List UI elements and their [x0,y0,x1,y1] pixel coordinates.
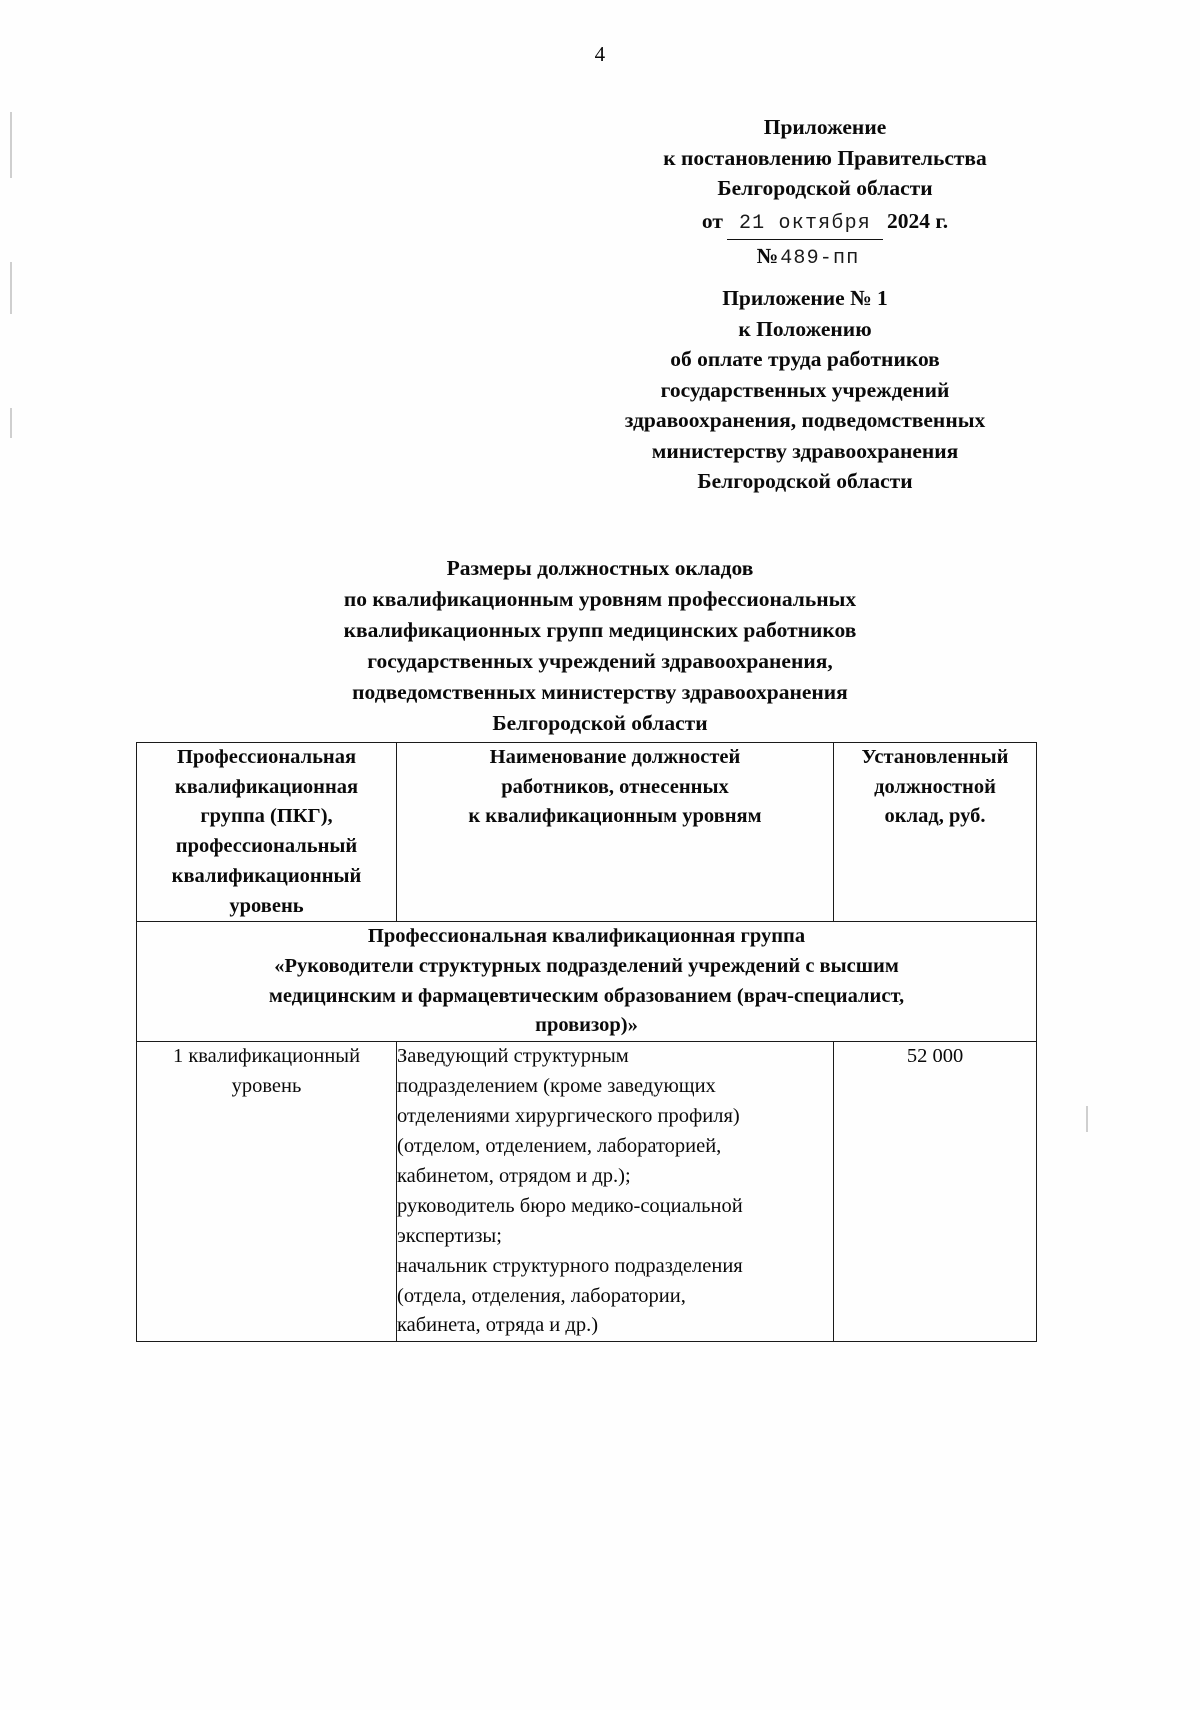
col2-head-line3: к квалификационным уровням [468,805,762,828]
appendix-region-line: Белгородской области [717,176,933,201]
date-label: от [701,208,723,233]
appendix-one-title: Приложение № 1 [722,286,888,310]
doc-title-line6: Белгородской области [492,710,708,735]
group-line4: провизор)» [535,1014,638,1037]
duties-line: начальник структурного подразделения [397,1254,743,1277]
scan-artifact [10,408,12,438]
table-group-row: Профессиональная квалификационная группа… [136,921,1037,1043]
appendix-one-line6: министерству здравоохранения [651,438,959,463]
duties-line: отделениями хирургического профиля) [397,1105,740,1128]
duties-line: экспертизы; [397,1224,502,1247]
cell-position-names: Заведующий структурным подразделением (к… [396,1041,834,1343]
col1-head-line5: квалификационный [171,864,362,887]
col1-head-line2: квалификационная [174,775,359,798]
cell-qualification-level: 1 квалификационный уровень [136,1041,397,1343]
page-number: 4 [594,42,606,66]
doc-title-line1: Размеры должностных окладов [446,556,754,580]
level-line2: уровень [231,1074,302,1097]
number-sign: № [756,243,779,268]
scan-artifact [10,262,12,314]
duties-line: кабинета, отряда и др.) [397,1314,599,1337]
appendix-one-line7: Белгородской области [697,469,913,494]
col1-head-line6: уровень [229,894,304,917]
appendix-title-line: Приложение [763,115,887,139]
duties-line: руководитель бюро медико-социальной [397,1194,743,1217]
level-line1: 1 квалификационный [172,1045,361,1068]
col3-head-line1: Установленный [861,746,1009,768]
page-title: Размеры должностных окладов по квалифика… [160,553,1040,739]
date-blank-underline: 21 октября [726,206,883,240]
group-title-cell: Профессиональная квалификационная группа… [136,921,1037,1043]
cell-salary-amount: 52 000 [833,1041,1037,1343]
doc-title-line3: квалификационных групп медицинских работ… [343,617,857,642]
duties-line: подразделением (кроме заведующих [397,1075,716,1098]
col2-head-line1: Наименование должностей [489,746,741,768]
duties-line: кабинетом, отрядом и др.); [397,1164,631,1187]
decree-year: 2024 г. [886,208,949,233]
duties-line: (отдела, отделения, лаборатории, [397,1284,686,1307]
col1-head-line1: Профессиональная [176,746,357,768]
appendix-one-line3: об оплате труда работников [670,347,940,372]
table-header-row: Профессиональная квалификационная группа… [136,741,1037,923]
doc-title-line4: государственных учреждений здравоохранен… [367,648,833,673]
appendix-one-line4: государственных учреждений [660,377,950,402]
column-header-position-names: Наименование должностей работников, отне… [396,741,834,923]
appendix-one-block: Приложение № 1 к Положению об оплате тру… [570,283,1040,497]
doc-title-line5: подведомственных министерству здравоохра… [352,679,848,704]
column-header-salary: Установленный должностной оклад, руб. [833,741,1037,923]
col3-head-line3: оклад, руб. [884,805,986,828]
scan-artifact [10,112,12,178]
col1-head-line3: группа (ПКГ), [200,805,333,828]
duties-line: Заведующий структурным [397,1045,629,1068]
group-line3: медицинским и фармацевтическим образован… [268,984,905,1007]
decree-number-line: № 489-пп [610,241,1040,273]
decree-date-line: от 21 октября 2024 г. [610,206,1040,240]
date-typed-value: 21 октября [738,211,871,235]
group-line2: «Руководители структурных подразделений … [274,955,899,978]
decree-number-value: 489-пп [780,246,860,270]
salary-table: Профессиональная квалификационная группа… [136,741,1037,1343]
appendix-one-line5: здравоохранения, подведомственных [624,408,986,433]
group-line1: Профессиональная квалификационная группа [367,925,806,948]
column-header-qualification-group: Профессиональная квалификационная группа… [136,741,397,923]
doc-title-line2: по квалификационным уровням профессионал… [343,586,857,611]
salary-table-container: Профессиональная квалификационная группа… [136,741,1037,1343]
appendix-one-line2: к Положению [738,316,872,341]
scan-artifact [1086,1106,1088,1132]
col3-head-line2: должностной [874,775,996,798]
col1-head-line4: профессиональный [175,835,358,858]
table-row: 1 квалификационный уровень Заведующий ст… [136,1041,1037,1343]
appendix-authority-line: к постановлению Правительства [663,145,987,170]
duties-line: (отделом, отделением, лабораторией, [397,1134,722,1157]
col2-head-line2: работников, отнесенных [501,775,729,798]
appendix-reference-block: Приложение к постановлению Правительства… [610,112,1040,273]
